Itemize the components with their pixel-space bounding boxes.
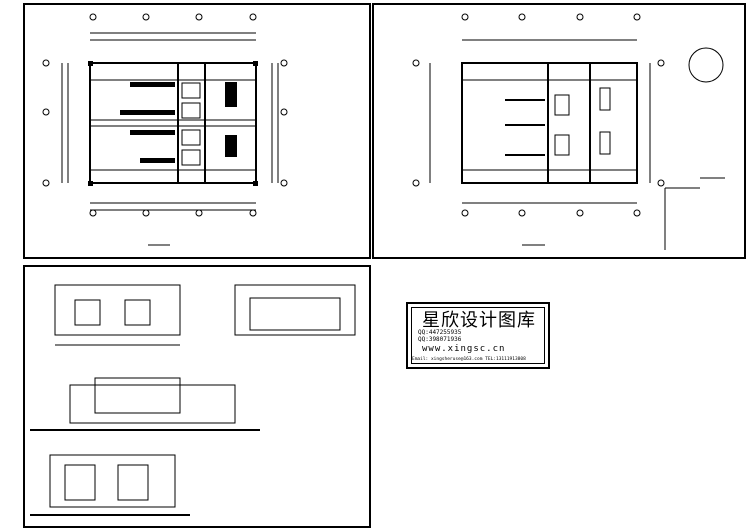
section-views	[30, 284, 356, 516]
floor-plan-1	[42, 13, 288, 246]
watermark-inner-border	[411, 307, 545, 364]
watermark-contact: Email: xingsheruse@163.com TEL:131119138…	[412, 357, 526, 362]
watermark-qq-1: QQ:447255935	[418, 329, 462, 336]
drawing-sheet-equipment-plan	[372, 3, 746, 259]
floor-plan-2	[412, 13, 725, 250]
drawing-sheet-sections	[23, 265, 371, 528]
watermark-title: 星欣设计图库	[422, 310, 536, 331]
watermark-qq-2: QQ:398071936	[418, 336, 462, 343]
watermark-url: www.xingsc.cn	[422, 344, 506, 354]
drawing-sheet-floor-plan	[23, 3, 371, 259]
watermark-box: 星欣设计图库 QQ:447255935 QQ:398071936 www.xin…	[406, 302, 550, 369]
